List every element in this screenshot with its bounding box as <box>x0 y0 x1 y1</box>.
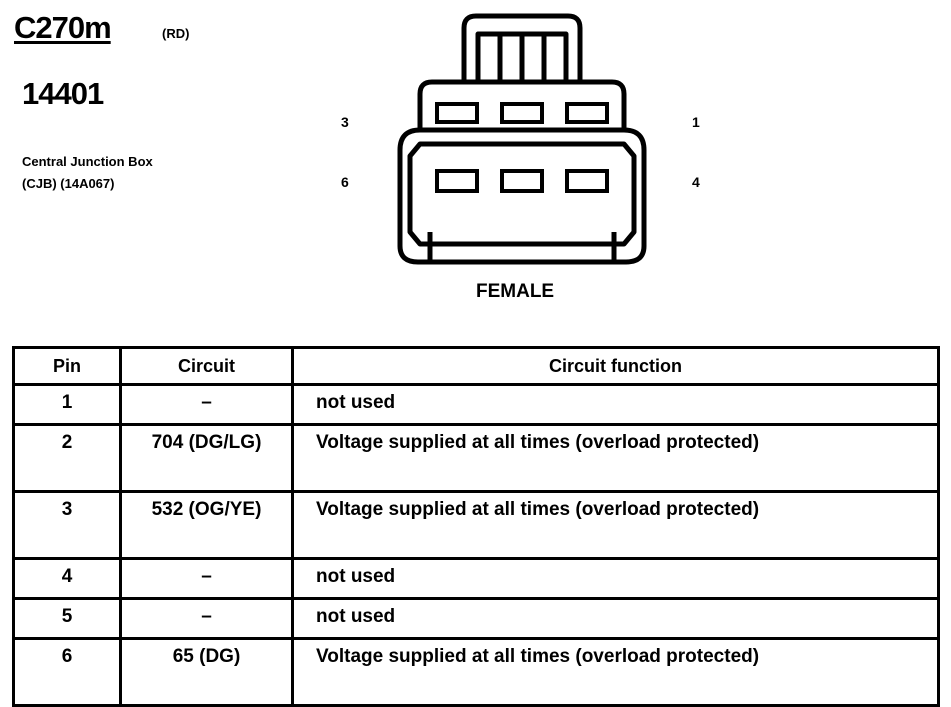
pin-cavity-5 <box>500 169 544 193</box>
connector-latch <box>461 13 583 82</box>
column-header-circuit: Circuit <box>119 346 294 386</box>
circuit-cell: – <box>119 597 294 640</box>
function-cell: Voltage supplied at all times (overload … <box>291 637 940 707</box>
base-part-number: 14401 <box>22 76 104 111</box>
connector-id: C270m <box>14 10 112 45</box>
function-cell: not used <box>291 557 940 600</box>
circuit-cell: 65 (DG) <box>119 637 294 707</box>
table-row: 5 – not used <box>12 597 940 640</box>
pin-cell: 2 <box>12 423 122 493</box>
pin-label-bottom-right: 4 <box>692 174 700 190</box>
circuit-cell: – <box>119 383 294 426</box>
column-header-circuit-function: Circuit function <box>291 346 940 386</box>
pin-cavity-6 <box>435 169 479 193</box>
pin-cell: 6 <box>12 637 122 707</box>
pinout-table: Pin Circuit Circuit function 1 – not use… <box>12 346 940 707</box>
pin-cell: 4 <box>12 557 122 600</box>
pin-cavity-1 <box>565 102 609 124</box>
pin-cell: 3 <box>12 490 122 560</box>
function-cell: Voltage supplied at all times (overload … <box>291 490 940 560</box>
pin-cell: 5 <box>12 597 122 640</box>
component-description-line1: Central Junction Box <box>22 154 153 169</box>
connector-face-diagram <box>397 13 647 265</box>
pin-label-top-right: 1 <box>692 114 700 130</box>
circuit-cell: 704 (DG/LG) <box>119 423 294 493</box>
table-row: 1 – not used <box>12 383 940 426</box>
connector-housing-body <box>397 127 647 265</box>
function-cell: Voltage supplied at all times (overload … <box>291 423 940 493</box>
pin-label-top-left: 3 <box>341 114 349 130</box>
table-header-row: Pin Circuit Circuit function <box>12 346 940 386</box>
connector-color-code: (RD) <box>162 26 190 41</box>
pin-cavity-2 <box>500 102 544 124</box>
table-row: 6 65 (DG) Voltage supplied at all times … <box>12 637 940 707</box>
circuit-cell: – <box>119 557 294 600</box>
pin-label-bottom-left: 6 <box>341 174 349 190</box>
column-header-pin: Pin <box>12 346 122 386</box>
connector-housing-top <box>417 79 627 130</box>
table-row: 2 704 (DG/LG) Voltage supplied at all ti… <box>12 423 940 493</box>
connector-gender-label: FEMALE <box>476 281 555 302</box>
component-description-line2: (CJB) (14A067) <box>22 176 115 191</box>
function-cell: not used <box>291 383 940 426</box>
pin-cavity-3 <box>435 102 479 124</box>
table-row: 4 – not used <box>12 557 940 600</box>
circuit-cell: 532 (OG/YE) <box>119 490 294 560</box>
function-cell: not used <box>291 597 940 640</box>
pin-cell: 1 <box>12 383 122 426</box>
table-row: 3 532 (OG/YE) Voltage supplied at all ti… <box>12 490 940 560</box>
pin-cavity-4 <box>565 169 609 193</box>
